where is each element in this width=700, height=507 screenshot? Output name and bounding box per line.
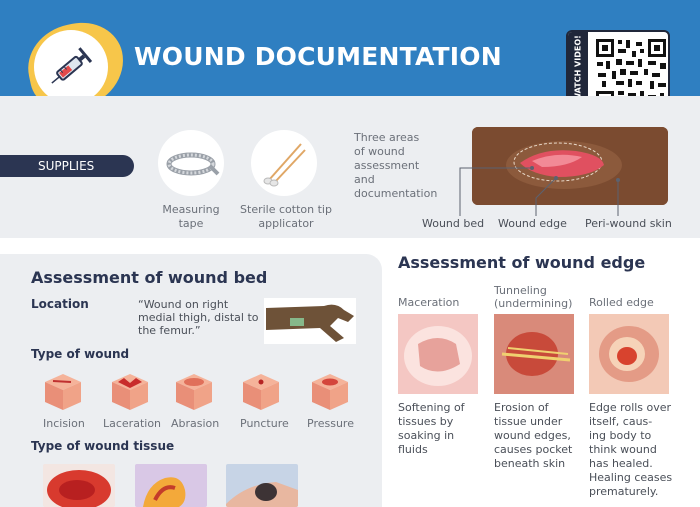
tissue-image-slough	[135, 464, 207, 507]
logo-badge	[34, 30, 108, 104]
abrasion-icon	[176, 374, 212, 410]
maceration-heading: Maceration	[398, 296, 459, 309]
description-line: wound edges,	[494, 429, 571, 442]
wound-illustration	[472, 127, 668, 205]
location-quote: “Wound on right medial thigh, distal to …	[138, 298, 259, 337]
description-line: think wound	[589, 443, 657, 456]
peri-wound-skin-label: Peri-wound skin	[585, 217, 672, 230]
type-of-wound-label: Type of wound	[31, 347, 130, 361]
leg-icon	[266, 304, 354, 342]
measuring-tape-label-line1: Measuring	[162, 203, 220, 216]
description-line: tissue under	[494, 415, 563, 428]
cotton-applicator-label-line1: Sterile cotton tip	[240, 203, 332, 216]
wound-bed-title: Assessment of wound bed	[31, 268, 268, 287]
maceration-image	[398, 314, 478, 394]
wound-edge-title: Assessment of wound edge	[398, 253, 646, 272]
wound-bed-label: Wound bed	[422, 217, 485, 230]
tunneling-heading-line: Tunneling	[494, 284, 547, 297]
tunneling-image	[494, 314, 574, 394]
wound-type-label: Puncture	[240, 417, 289, 430]
supplies-label: SUPPLIES	[0, 155, 134, 177]
cotton-swab-icon	[263, 143, 306, 187]
measuring-tape-label: Measuring tape	[150, 203, 232, 231]
description-line: soaking in	[398, 429, 455, 442]
wound-type-label: Incision	[43, 417, 85, 430]
measuring-tape-icon	[166, 152, 220, 176]
three-areas-line: and	[354, 173, 375, 186]
description-line: Healing ceases	[589, 471, 673, 484]
rolled-edge-image	[589, 314, 669, 394]
wound-edge-label: Wound edge	[498, 217, 567, 230]
three-areas-text: Three areas of wound assessment and docu…	[354, 131, 446, 201]
three-areas-line: assessment	[354, 159, 420, 172]
wound-type-label: Laceration	[103, 417, 162, 430]
measuring-tape-label-line2: tape	[178, 217, 204, 230]
description-line: prematurely.	[589, 485, 659, 498]
wound-type-label: Pressure	[307, 417, 354, 430]
description-line: has healed.	[589, 457, 653, 470]
description-line: beneath skin	[494, 457, 566, 470]
pressure-icon	[312, 374, 348, 410]
watch-video-strip: WATCH VIDEO!	[568, 32, 588, 114]
description-line: fluids	[398, 443, 428, 456]
cotton-applicator-label-line2: applicator	[258, 217, 314, 230]
cotton-applicator-label: Sterile cotton tip applicator	[236, 203, 336, 231]
description-line: itself, caus-	[589, 415, 653, 428]
tunneling-description: Erosion of tissue under wound edges, cau…	[494, 401, 584, 471]
description-line: Softening of	[398, 401, 465, 414]
description-line: Erosion of	[494, 401, 549, 414]
watch-video-label: WATCH VIDEO!	[573, 35, 583, 102]
wound-photo	[472, 127, 668, 205]
wound-tissue-label: Type of wound tissue	[31, 439, 175, 453]
page-title: WOUND DOCUMENTATION	[134, 42, 502, 71]
rolled-edge-heading: Rolled edge	[589, 296, 654, 309]
location-label: Location	[31, 297, 89, 311]
rolled-edge-description: Edge rolls over itself, caus- ing body t…	[589, 401, 689, 499]
tissue-image-eschar	[226, 464, 298, 507]
measuring-tape-circle	[158, 130, 224, 196]
three-areas-line: Three areas	[354, 131, 420, 144]
laceration-icon	[112, 374, 148, 410]
tunneling-heading: Tunneling (undermining)	[494, 284, 572, 310]
puncture-icon	[243, 374, 279, 410]
tissue-image-granulation	[43, 464, 115, 507]
wound-type-label: Abrasion	[171, 417, 220, 430]
syringe-icon	[51, 47, 93, 84]
maceration-description: Softening of tissues by soaking in fluid…	[398, 401, 488, 457]
description-line: Edge rolls over	[589, 401, 672, 414]
description-line: causes pocket	[494, 443, 573, 456]
callout-lines	[459, 166, 620, 216]
three-areas-line: documentation	[354, 187, 438, 200]
description-line: tissues by	[398, 415, 454, 428]
leg-image	[264, 298, 356, 344]
rolled-edge-heading-line: Rolled edge	[589, 296, 654, 309]
maceration-heading-line: Maceration	[398, 296, 460, 309]
description-line: ing body to	[589, 429, 652, 442]
tunneling-heading-line: (undermining)	[494, 297, 573, 310]
three-areas-line: of wound	[354, 145, 405, 158]
incision-icon	[45, 374, 81, 410]
cotton-applicator-circle	[251, 130, 317, 196]
